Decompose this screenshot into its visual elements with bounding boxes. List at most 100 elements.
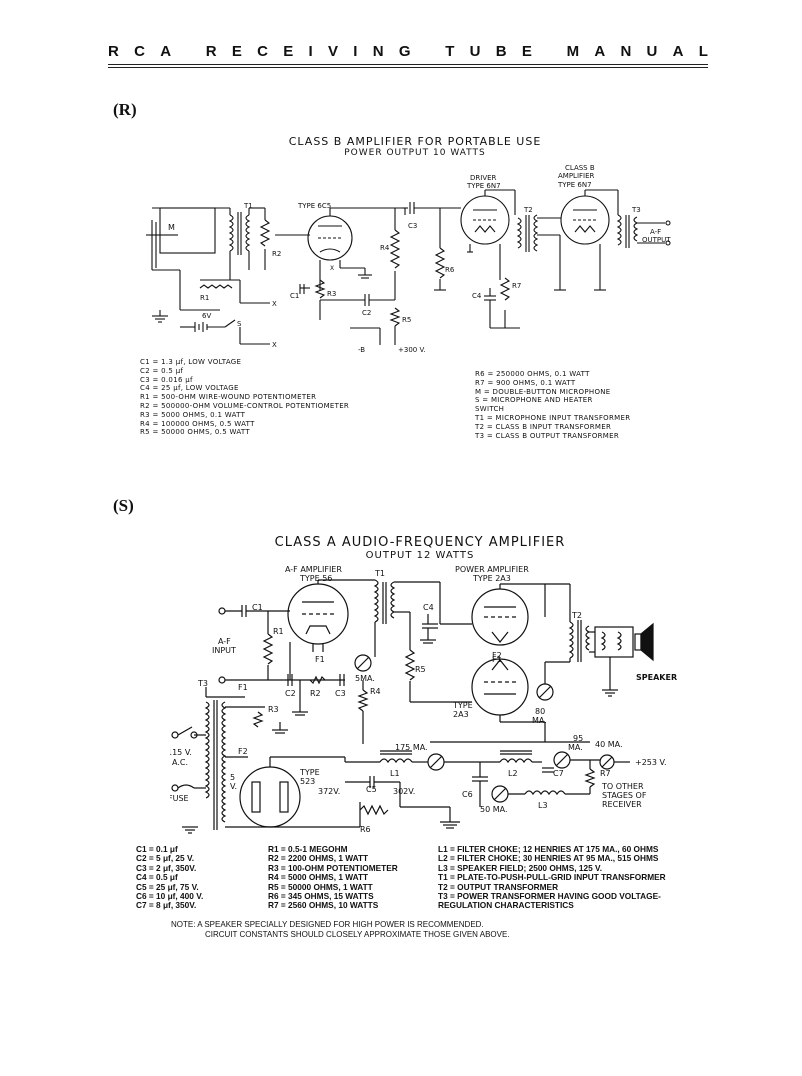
r-label-r7: R7 — [512, 282, 521, 290]
r-label-s: S — [237, 320, 242, 328]
s-subtitle: OUTPUT 12 WATTS — [365, 550, 475, 561]
parts-line: R6 = 345 OHMS, 15 WATTS — [268, 891, 374, 902]
parts-line: R4 = 5000 OHMS, 1 WATT — [268, 872, 369, 883]
ground-symbol — [358, 268, 372, 279]
r-label-m: M — [168, 223, 175, 232]
r-tube-amplifier: AMPLIFIER — [558, 172, 595, 180]
header-letter: E — [521, 42, 532, 60]
parts-line: S = MICROPHONE AND HEATER — [475, 396, 593, 405]
header-letter: I — [308, 42, 313, 60]
transformer-t3 — [616, 214, 639, 248]
svg-text:X: X — [272, 341, 277, 349]
header-letter — [426, 43, 430, 60]
s-tube-523-b: 523 — [300, 777, 315, 786]
r-label-t1: T1 — [243, 202, 253, 210]
s-label-c4: C4 — [423, 603, 434, 612]
s-label-r7: R7 — [600, 769, 611, 778]
s-label-c3: C3 — [335, 689, 346, 698]
section-label-r: (R) — [113, 100, 137, 119]
parts-line: R5 = 50000 OHMS, 1 WATT — [268, 881, 373, 892]
header-letter: M — [566, 42, 580, 60]
s-resistor-r6 — [359, 804, 389, 816]
class-a-schematic: A-F AMPLIFIER TYPE 56 POWER AMPLIFIER TY… — [170, 565, 677, 834]
r-label-c1: C1 — [290, 292, 299, 300]
r-tube-driver-type: TYPE 6N7 — [466, 182, 501, 190]
r-label-r3: R3 — [327, 290, 336, 298]
r-label-t2: T2 — [523, 206, 533, 214]
header-letter: G — [398, 42, 411, 60]
r-label-r2: R2 — [272, 250, 281, 258]
s-label-f1b: F1 — [238, 683, 248, 692]
s-label-speaker: SPEAKER — [636, 673, 677, 682]
header-letter: I — [353, 42, 358, 60]
s-label-95-a: 95 — [573, 734, 583, 743]
meter-80ma — [536, 683, 554, 701]
r-label-af: A-F — [650, 228, 661, 236]
parts-line: R6 = 250000 OHMS, 0.1 WATT — [475, 370, 590, 378]
s-label-c2: C2 — [285, 689, 296, 698]
speaker-field-coil — [594, 626, 634, 658]
r-label-minus-b: -B — [358, 346, 365, 354]
s-label-l1: L1 — [390, 769, 400, 778]
s-label-ac: A.C. — [172, 758, 188, 767]
header-letter: T — [445, 42, 455, 60]
header-letter: C — [257, 42, 268, 60]
s-field-l3 — [524, 790, 566, 796]
parts-line: T1 = PLATE-TO-PUSH-PULL-GRID INPUT TRANS… — [438, 872, 666, 883]
header-letter: A — [594, 42, 606, 60]
parts-line: L1 = FILTER CHOKE; 12 HENRIES AT 175 MA.… — [438, 844, 659, 854]
s-transformer-t1 — [373, 579, 396, 624]
header-letter: B — [495, 42, 507, 60]
parts-line: SWITCH — [475, 405, 505, 414]
s-tube-2a3-c: 2A3 — [453, 710, 469, 719]
s-label-t3: T3 — [197, 679, 208, 688]
s-transformer-t2 — [568, 620, 591, 662]
s-label-af-input-a: A-F — [218, 637, 231, 646]
r-tube-amp-type: TYPE 6N7 — [557, 181, 592, 189]
r-label-t3: T3 — [631, 206, 641, 214]
r-tube-driver: DRIVER — [470, 174, 497, 182]
s-label-f1a: F1 — [315, 655, 325, 664]
r-label-300v: +300 V. — [398, 346, 426, 354]
s-title: CLASS A AUDIO-FREQUENCY AMPLIFIER — [274, 535, 566, 550]
r-label-c3: C3 — [408, 222, 417, 230]
s-label-302v: 302V. — [393, 787, 415, 796]
parts-line: C1 = 0.1 μf — [136, 844, 178, 854]
s-potentiometer-r3 — [252, 711, 264, 728]
meter-5ma — [354, 654, 372, 672]
s-label-95-b: MA. — [568, 743, 583, 752]
r-label-c4: C4 — [472, 292, 482, 300]
parts-line: R1 = 0.5-1 MEGOHM — [268, 844, 348, 854]
parts-line: C3 = 0.016 μf — [140, 375, 193, 384]
parts-line: T3 = POWER TRANSFORMER HAVING GOOD VOLTA… — [438, 891, 661, 902]
s-label-5ma: 5MA. — [355, 674, 375, 683]
s-label-80-a: 80 — [535, 707, 545, 716]
parts-line: L2 = FILTER CHOKE; 30 HENRIES AT 95 MA.,… — [438, 853, 659, 864]
s-label-c6: C6 — [462, 790, 473, 799]
s-resistor-r1 — [262, 633, 274, 665]
parts-line: C1 = 1.3 μf, LOW VOLTAGE — [140, 358, 242, 366]
r-label-6v: 6V — [202, 312, 211, 320]
header-letter — [186, 43, 190, 60]
s-tube-af-amp: A-F AMPLIFIER — [285, 565, 342, 574]
s-label-r4: R4 — [370, 687, 381, 696]
svg-text:X: X — [330, 265, 334, 272]
header-letter — [547, 43, 551, 60]
r-tube-6c5: TYPE 6C5 — [297, 202, 331, 210]
parts-line: R7 = 2560 OHMS, 10 WATTS — [268, 900, 379, 911]
s-label-50ma: 50 MA. — [480, 805, 508, 814]
parts-line: R7 = 900 OHMS, 0.1 WATT — [475, 378, 576, 387]
s-parts-col3: L1 = FILTER CHOKE; 12 HENRIES AT 175 MA.… — [438, 844, 666, 911]
parts-line: T3 = CLASS B OUTPUT TRANSFORMER — [475, 431, 620, 440]
s-label-r6: R6 — [360, 825, 371, 834]
parts-line: C5 = 25 μf, 75 V. — [136, 881, 199, 892]
resistor-r5 — [389, 307, 401, 327]
svg-text:X: X — [272, 300, 277, 308]
section-label-s: (S) — [113, 496, 134, 515]
header-letter: C — [134, 42, 145, 60]
s-label-l3: L3 — [538, 801, 548, 810]
s-note-line-1: NOTE: A SPEAKER SPECIALLY DESIGNED FOR H… — [171, 920, 484, 929]
